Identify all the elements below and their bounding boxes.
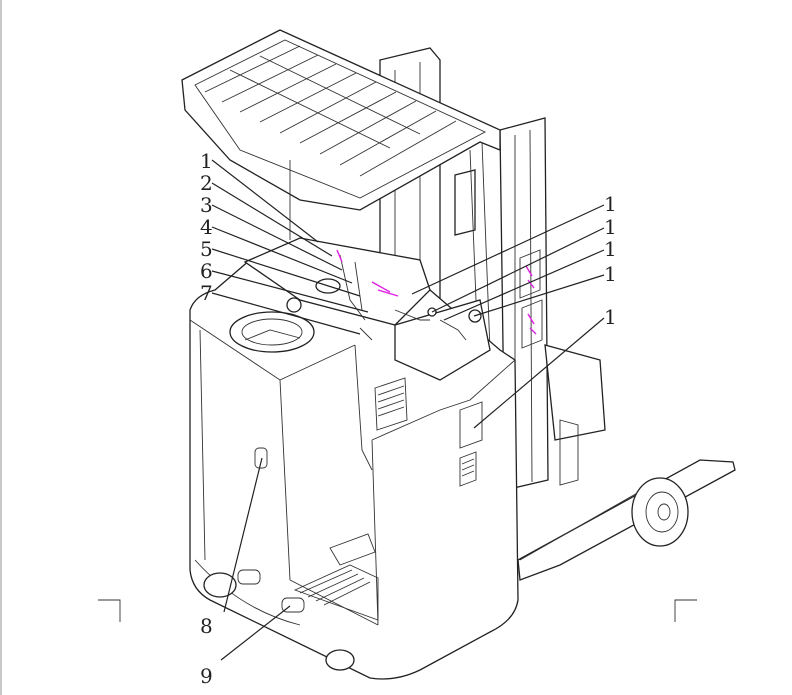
leader-lines	[211, 159, 605, 661]
callout-left-6: 6	[200, 259, 213, 283]
callout-left-1: 1	[200, 149, 213, 173]
callout-left-3: 3	[200, 193, 213, 217]
callouts-bottom: 8 9	[200, 614, 213, 688]
callout-left-4: 4	[200, 215, 213, 239]
callout-right-3: 1	[604, 237, 617, 261]
control-deck	[229, 237, 491, 381]
callout-bottom-8: 8	[200, 614, 213, 638]
callout-right-1: 1	[604, 192, 617, 216]
callout-left-2: 2	[200, 171, 213, 195]
drive-wheels	[203, 569, 355, 671]
outrigger	[517, 344, 736, 581]
side-panels	[254, 249, 543, 487]
callouts-left: 1 2 3 4 5 6 7	[200, 149, 213, 305]
overhead-guard	[181, 29, 501, 351]
callout-right-2: 1	[604, 215, 617, 239]
callout-right-5: 1	[604, 305, 617, 329]
page-left-edge	[0, 0, 2, 695]
callout-left-5: 5	[200, 237, 213, 261]
callouts-right: 1 1 1 1 1	[604, 192, 617, 329]
callout-bottom-9: 9	[200, 664, 213, 688]
callout-left-7: 7	[200, 281, 213, 305]
callout-right-4: 1	[604, 262, 617, 286]
crop-marks	[98, 599, 697, 622]
floor-plate	[293, 533, 379, 621]
